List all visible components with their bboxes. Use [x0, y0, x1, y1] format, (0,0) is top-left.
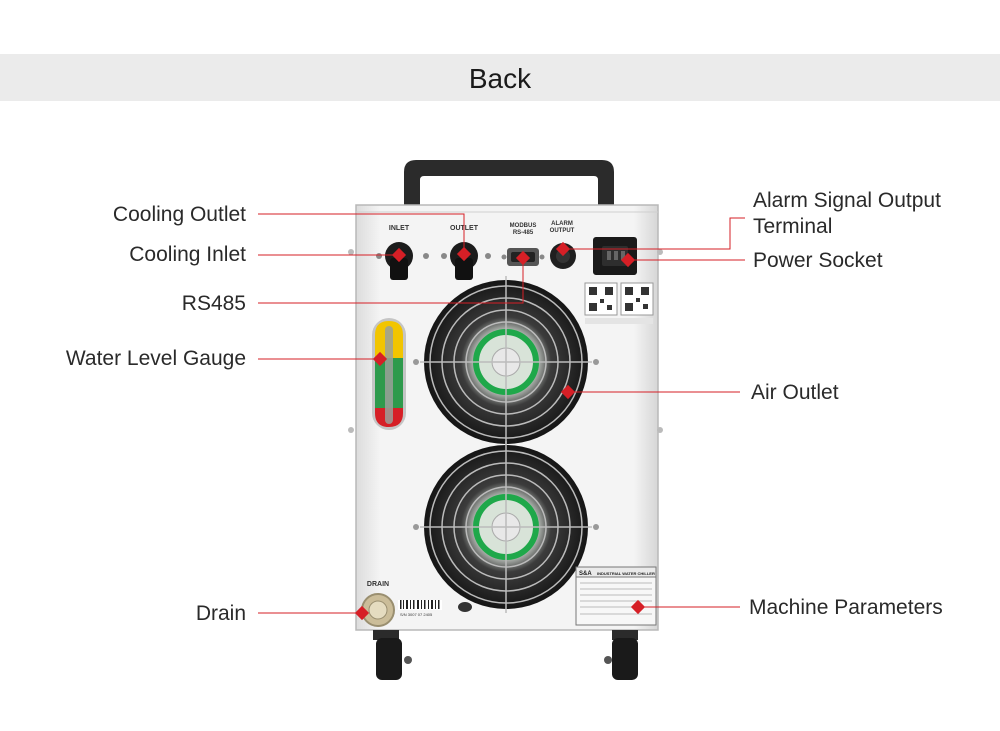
rs485-device-label: RS-485	[513, 230, 534, 236]
fan-top	[413, 276, 599, 448]
alarm-signal-label-line1: Alarm Signal Output	[753, 189, 941, 212]
drain-label: Drain	[195, 602, 246, 625]
qr-codes	[584, 282, 654, 324]
drain-device-label: DRAIN	[367, 581, 389, 588]
air-outlet-label: Air Outlet	[751, 381, 839, 404]
fan-bottom	[413, 441, 599, 613]
water-level-gauge	[372, 318, 406, 430]
barcode	[398, 600, 472, 612]
inlet-device-label: INLET	[389, 225, 410, 232]
power-socket-label: Power Socket	[753, 249, 883, 272]
machine-nameplate	[575, 566, 657, 626]
cooling-inlet-label: Cooling Inlet	[129, 243, 246, 266]
machine-parameters-label: Machine Parameters	[749, 596, 943, 619]
handle	[404, 160, 614, 205]
caster-left	[373, 630, 412, 680]
nameplate-title: INDUSTRIAL WATER CHILLER	[597, 571, 655, 576]
rs485-label: RS485	[181, 292, 246, 315]
alarm-device-label: ALARM	[551, 221, 573, 227]
cooling-inlet-port	[376, 242, 429, 280]
barcode-text: S/N 3007 07 2405	[400, 612, 433, 617]
drain-valve	[361, 593, 395, 627]
callout-lines	[258, 213, 745, 614]
water-level-gauge-label: Water Level Gauge	[65, 347, 246, 370]
output-device-label: OUTPUT	[550, 228, 575, 234]
title-banner: Back	[0, 54, 1000, 101]
modbus-device-label: MODBUS	[510, 223, 537, 229]
alarm-signal-label-line2: Terminal	[753, 215, 833, 238]
callout-markers	[354, 241, 646, 621]
power-socket	[593, 237, 637, 275]
page-title: Back	[468, 63, 532, 94]
cooling-outlet-label: Cooling Outlet	[112, 203, 246, 226]
nameplate-brand: S&A	[579, 571, 592, 577]
caster-right	[604, 630, 638, 680]
